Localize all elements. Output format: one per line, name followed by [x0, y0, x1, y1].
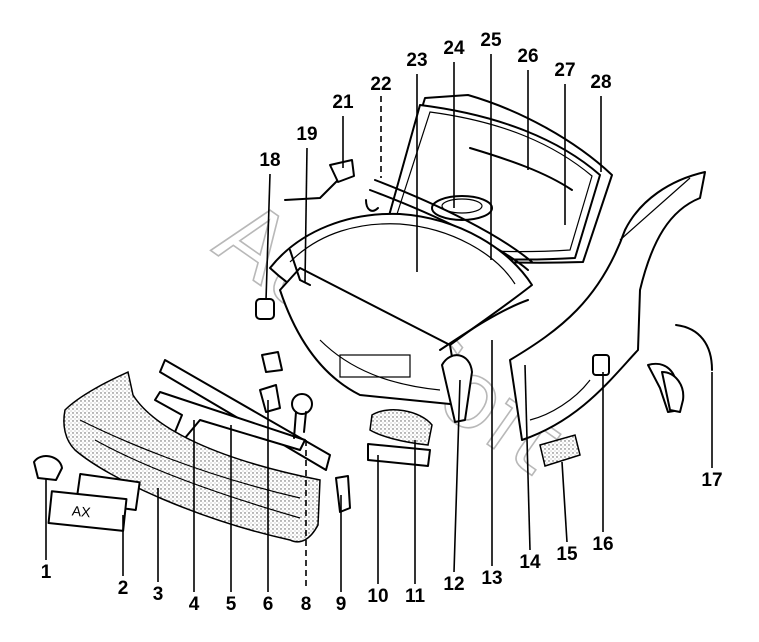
callout-17: 17 — [701, 470, 722, 491]
part-17-cord — [675, 324, 713, 371]
part-26-wiper — [469, 147, 573, 191]
callout-12: 12 — [443, 574, 464, 595]
leader-line-18 — [265, 173, 271, 301]
part-6-bracket — [259, 384, 281, 413]
callout-13: 13 — [481, 568, 502, 589]
callout-3: 3 — [153, 584, 164, 605]
callout-25: 25 — [480, 30, 502, 51]
part-11-foglamp — [369, 409, 433, 446]
callout-27: 27 — [554, 60, 575, 81]
part-12-bracket — [441, 354, 473, 423]
callout-2: 2 — [118, 578, 129, 599]
callout-18: 18 — [259, 150, 280, 171]
callout-24: 24 — [443, 38, 465, 59]
number-plate — [47, 490, 128, 532]
part-18-badge — [255, 298, 275, 320]
callout-22: 22 — [370, 74, 391, 95]
callout-4: 4 — [189, 594, 200, 615]
part-25-strip — [374, 179, 533, 263]
plate-text: AX — [71, 502, 92, 520]
callout-10: 10 — [367, 586, 388, 607]
callout-9: 9 — [336, 594, 347, 615]
part-8-lock — [291, 393, 313, 415]
callout-6: 6 — [263, 594, 274, 615]
callout-21: 21 — [332, 92, 354, 113]
callout-15: 15 — [556, 544, 578, 565]
part-22-strip — [365, 199, 379, 212]
callout-26: 26 — [517, 46, 538, 67]
callout-19: 19 — [296, 124, 317, 145]
part-19-hinge — [289, 249, 311, 286]
leader-line-19 — [304, 147, 308, 283]
callout-11: 11 — [405, 586, 426, 607]
callout-28: 28 — [590, 72, 611, 93]
leader-line-12 — [453, 379, 461, 573]
callout-1: 1 — [41, 562, 52, 583]
callout-23: 23 — [406, 50, 427, 71]
part-3-bumper — [63, 370, 321, 543]
part-15-grille — [539, 434, 581, 467]
callout-14: 14 — [519, 552, 541, 573]
callout-16: 16 — [592, 534, 613, 555]
part-9-bracket — [335, 475, 351, 513]
leader-line-14 — [524, 364, 531, 551]
leader-line-15 — [561, 461, 568, 543]
part-1-cover — [33, 455, 63, 481]
callout-5: 5 — [226, 594, 237, 615]
callout-8: 8 — [301, 594, 312, 615]
part-13-seal — [439, 299, 529, 351]
part-16-repeater — [592, 354, 610, 376]
